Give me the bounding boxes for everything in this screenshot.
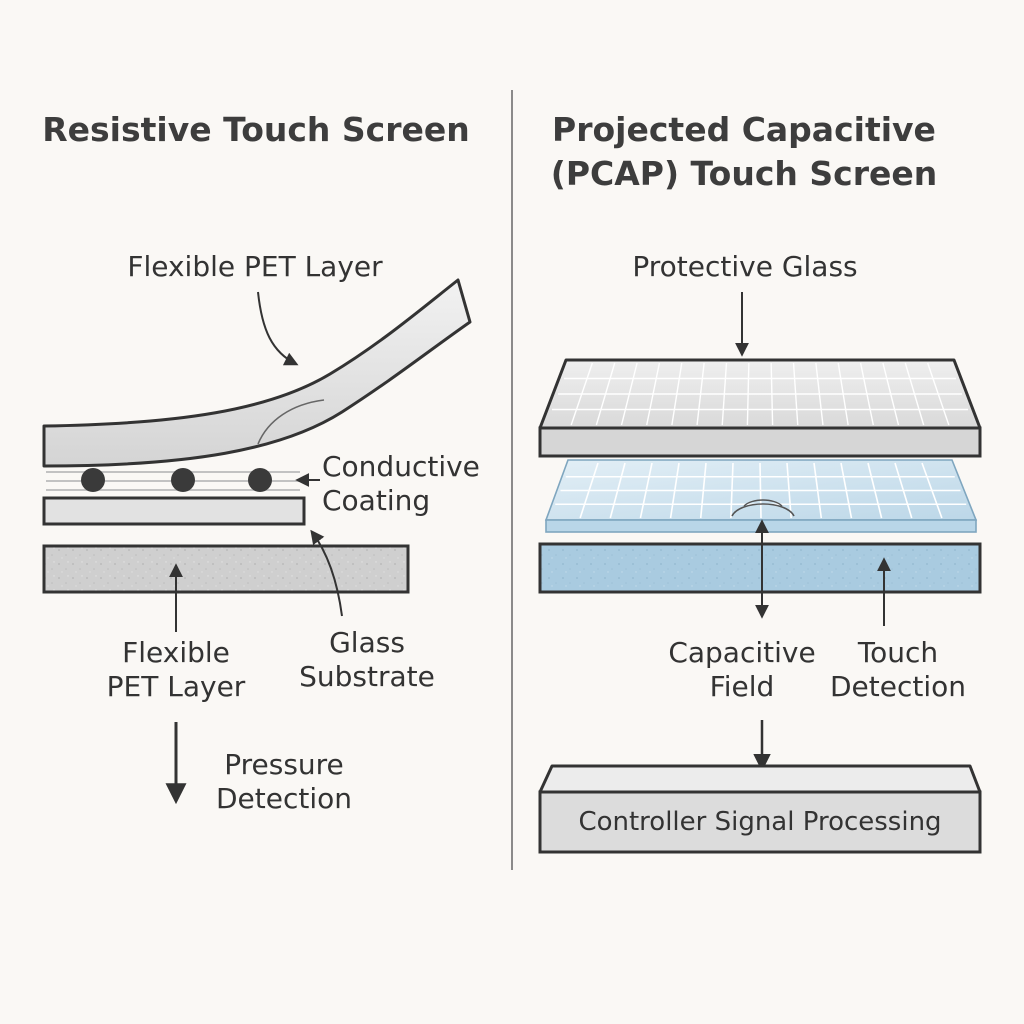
label-line: Flexible — [122, 636, 230, 669]
glass-grid — [552, 362, 968, 426]
label-line: Substrate — [299, 660, 435, 693]
flexible-pet-top-layer — [42, 278, 472, 468]
label-line: Touch — [857, 636, 939, 669]
pcap-title: Projected Capacitive (PCAP) Touch Screen — [524, 108, 964, 196]
label-capacitive-field: Capacitive Field — [656, 636, 828, 704]
controller-box-top — [538, 764, 982, 794]
label-controller-signal: Controller Signal Processing — [578, 807, 942, 837]
label-line: Field — [709, 670, 775, 703]
label-line: Pressure — [224, 748, 344, 781]
label-flexible-pet-top: Flexible PET Layer — [127, 250, 383, 283]
label-pressure-detection: Pressure Detection — [196, 748, 372, 816]
label-line: Conductive — [322, 450, 480, 483]
label-line: PET Layer — [106, 670, 246, 703]
label-line: Capacitive — [668, 636, 816, 669]
label-line: Coating — [322, 484, 431, 517]
title-line: Projected Capacitive — [552, 110, 936, 149]
label-flexible-pet-bottom: Flexible PET Layer — [84, 636, 268, 704]
sensor-grid — [555, 462, 967, 519]
label-protective-glass: Protective Glass — [632, 250, 858, 283]
bend-highlight — [257, 399, 325, 445]
glass-substrate-layer — [42, 544, 410, 594]
spacer-dot — [171, 468, 195, 492]
pet-top-arrow — [257, 291, 299, 366]
field-arc — [731, 503, 795, 517]
controller-box — [538, 790, 982, 854]
label-touch-detection: Touch Detection — [818, 636, 978, 704]
label-line: Detection — [829, 670, 967, 703]
substrate-arrow — [310, 529, 343, 617]
spacer-dot — [81, 468, 105, 492]
label-line: Detection — [215, 782, 353, 815]
field-arc-inner — [743, 499, 783, 507]
label-glass-substrate: Glass Substrate — [284, 626, 450, 694]
conductive-coating-layer — [42, 496, 306, 526]
pcap-base-layer — [538, 542, 982, 594]
spacer-dot — [248, 468, 272, 492]
label-conductive-coating: Conductive Coating — [322, 450, 502, 518]
protective-glass-front — [538, 426, 982, 458]
label-line: Glass — [329, 626, 405, 659]
title-line: (PCAP) Touch Screen — [550, 154, 938, 193]
resistive-title: Resistive Touch Screen — [42, 110, 470, 149]
